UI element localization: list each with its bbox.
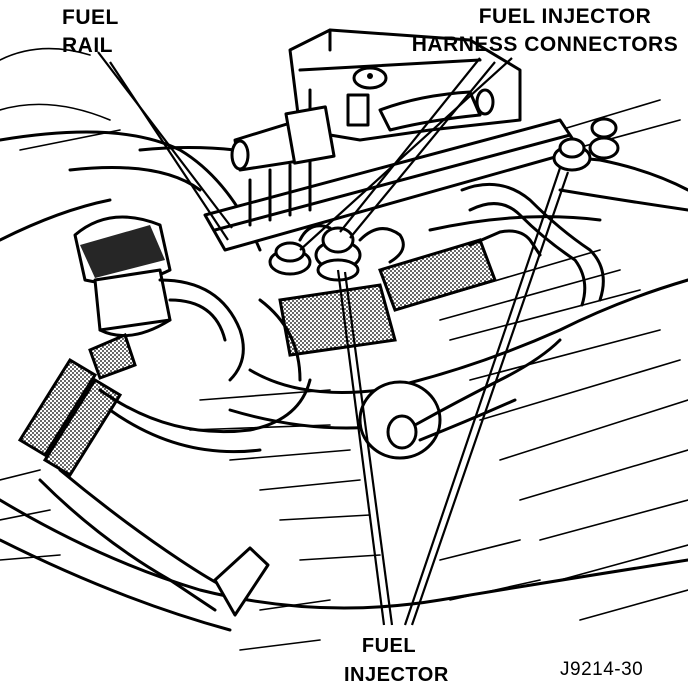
mounting-bolt bbox=[358, 338, 562, 460]
left-wire-boots bbox=[17, 332, 270, 617]
oil-filler-cap bbox=[73, 215, 172, 338]
label-harness-line2: HARNESS CONNECTORS bbox=[411, 33, 679, 56]
spark-plug-boot bbox=[278, 182, 605, 357]
wiring-harness bbox=[98, 278, 312, 454]
fuel-line bbox=[138, 88, 495, 172]
label-injector-line2: INJECTOR bbox=[344, 664, 449, 686]
label-fuel-rail-line1: FUEL bbox=[62, 6, 119, 29]
leader-lines bbox=[97, 51, 570, 626]
label-injector-line1: FUEL bbox=[361, 635, 417, 657]
surface-hatching bbox=[0, 47, 688, 651]
label-fuel-rail-line2: RAIL bbox=[62, 34, 113, 57]
label-fuel-rail: FUEL RAIL bbox=[62, 7, 119, 63]
figure-code: J9214-30 bbox=[560, 659, 644, 680]
label-harness-connectors: FUEL INJECTOR HARNESS CONNECTORS bbox=[410, 6, 680, 62]
label-fuel-injector: FUEL INJECTOR bbox=[344, 635, 449, 694]
injector-assembly bbox=[268, 117, 620, 282]
label-harness-line1: FUEL INJECTOR bbox=[478, 5, 652, 28]
